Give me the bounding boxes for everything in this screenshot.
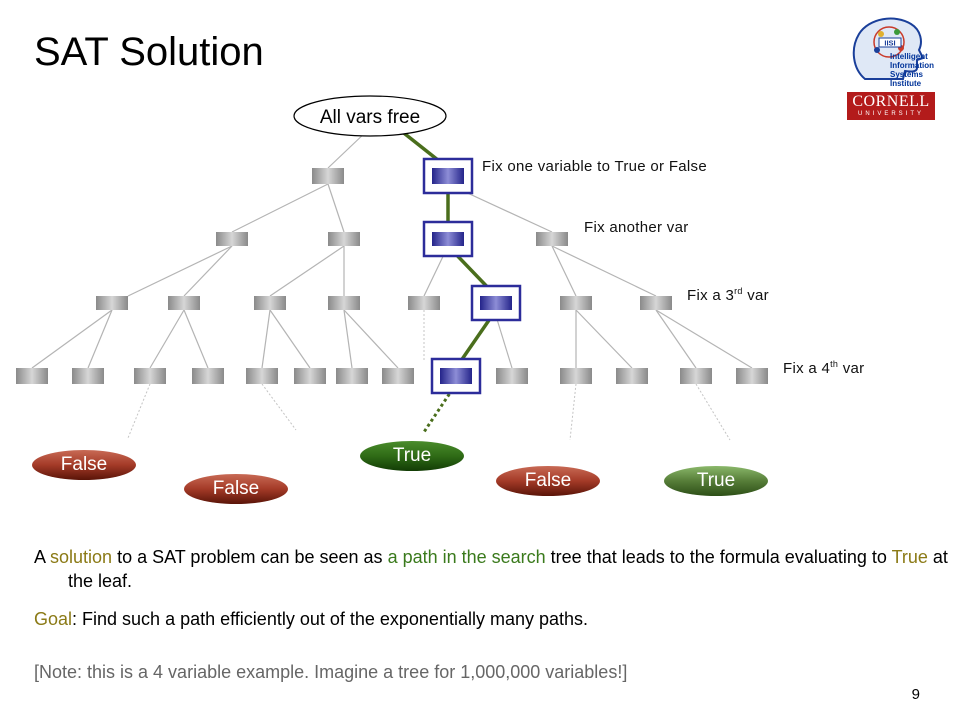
cornell-logo-name: CORNELL bbox=[852, 93, 930, 110]
cornell-logo: CORNELL UNIVERSITY bbox=[847, 92, 935, 120]
explanation-paragraph: A solution to a SAT problem can be seen … bbox=[34, 547, 948, 591]
path-nodes bbox=[422, 157, 522, 395]
cornell-logo-sub: UNIVERSITY bbox=[857, 111, 924, 117]
tree-nodes bbox=[16, 168, 768, 384]
svg-text:IISI: IISI bbox=[884, 39, 895, 48]
term-true: True bbox=[891, 547, 928, 567]
page-title: SAT Solution bbox=[34, 30, 264, 74]
leaf-false-2: False bbox=[184, 474, 288, 504]
goal-paragraph: Goal: Find such a path efficiently out o… bbox=[34, 609, 589, 629]
root-node bbox=[293, 95, 447, 137]
note-paragraph: [Note: this is a 4 variable example. Ima… bbox=[34, 662, 628, 682]
goal-label: Goal bbox=[34, 609, 73, 629]
leaf-false-3: False bbox=[496, 466, 600, 496]
leaf-true-1: True bbox=[360, 441, 464, 471]
iiis-logo-text: Intelligent Information Systems Institut… bbox=[890, 52, 934, 88]
term-solution: solution bbox=[50, 547, 113, 567]
iiis-logo: IISI bbox=[852, 17, 925, 80]
level-2-label: Fix another var bbox=[584, 219, 689, 236]
term-path: a path in the search bbox=[387, 547, 546, 567]
tree-edges bbox=[31, 129, 753, 369]
leaf-false-1: False bbox=[32, 450, 136, 480]
root-label: All vars free bbox=[320, 107, 420, 128]
level-4-label: Fix a 4th var bbox=[783, 359, 865, 377]
level-3-label: Fix a 3rd var bbox=[687, 286, 769, 304]
leaf-dotted-lines bbox=[127, 310, 731, 441]
page-number: 9 bbox=[911, 686, 920, 703]
leaf-true-2: True bbox=[664, 466, 768, 496]
level-1-label: Fix one variable to True or False bbox=[482, 158, 707, 175]
